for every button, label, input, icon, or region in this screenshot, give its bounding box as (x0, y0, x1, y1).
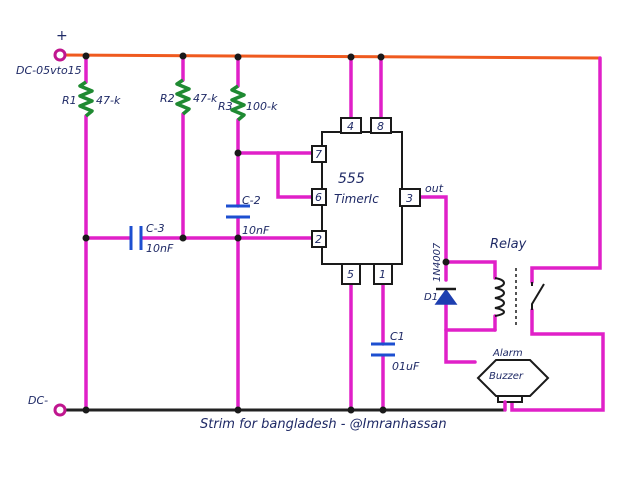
ic-pin-4-label: 4 (347, 120, 354, 133)
capacitor-c1-value: 01uF (392, 360, 420, 373)
ic-pin-7-label: 7 (315, 148, 322, 161)
capacitor-c2-value: 10nF (242, 224, 270, 237)
junction-dot (179, 234, 187, 242)
ic-pin-3-label: 3 (406, 192, 413, 205)
resistor-r2-value: 47-k (193, 92, 218, 105)
ic-pin-5 (341, 263, 361, 285)
resistor-r1-name: R1 (62, 94, 77, 107)
ic-pin-6-label: 6 (315, 191, 322, 204)
relay-label: Relay (490, 237, 527, 252)
diode-d1-value: 1N4007 (432, 242, 443, 282)
wire-pin6-loop (276, 151, 315, 199)
diode-d1-symbol (434, 288, 458, 305)
ic-pin-5-label: 5 (347, 268, 354, 281)
ic-pin-7 (311, 145, 327, 163)
capacitor-c2-name: C-2 (242, 194, 261, 207)
ic-555-body (321, 131, 403, 265)
ic-pin-8 (370, 117, 392, 134)
ic-pin-8-label: 8 (377, 120, 384, 133)
capacitor-c1-name: C1 (390, 330, 405, 343)
junction-dot (82, 234, 90, 242)
junction-dot (179, 52, 187, 60)
buzzer-horn-symbol (476, 359, 550, 397)
junction-dot (442, 258, 450, 266)
relay-coil-symbol (494, 277, 505, 317)
negative-supply-label: DC- (28, 394, 48, 407)
positive-terminal (53, 48, 67, 62)
diode-d1-name: D1 (424, 292, 438, 303)
buzzer-base (497, 395, 523, 403)
junction-dot (234, 406, 242, 414)
wire-output (418, 195, 448, 282)
ic-pin-1-label: 1 (379, 268, 386, 281)
resistor-r2-symbol (175, 78, 191, 116)
resistor-r3-value: 100-k (246, 100, 278, 113)
buzzer-label-line2: Buzzer (489, 371, 524, 382)
plus-sign: + (56, 28, 68, 44)
resistor-r3-symbol (230, 84, 246, 122)
ic-pin-4 (340, 117, 362, 134)
junction-dot (377, 53, 385, 61)
capacitor-c1-symbol (371, 342, 395, 357)
ic-output-label: out (425, 182, 444, 195)
positive-rail (59, 53, 601, 60)
capacitor-c3-symbol (129, 226, 143, 250)
ic-pin-2-label: 2 (315, 233, 322, 246)
capacitor-c3-value: 10nF (146, 242, 174, 255)
junction-dot (347, 53, 355, 61)
ic-name-line1: 555 (338, 171, 365, 187)
footer-caption: Strim for bangladesh - @Imranhassan (200, 417, 447, 432)
junction-dot (82, 406, 90, 414)
ic-pin-6 (311, 188, 327, 206)
junction-dot (234, 234, 242, 242)
junction-dot (234, 53, 242, 61)
negative-terminal (53, 403, 67, 417)
ic-pin-2 (311, 230, 327, 248)
capacitor-c2-symbol (226, 204, 250, 219)
junction-dot (234, 149, 242, 157)
wire-diode-bottom (444, 302, 477, 364)
resistor-r2-name: R2 (160, 92, 175, 105)
ic-pin-3 (399, 188, 421, 207)
junction-dot (347, 406, 355, 414)
buzzer-label-line1: Alarm (492, 348, 523, 359)
resistor-r3-name: R3 (218, 100, 233, 113)
wire-switch-to-buzzer (510, 308, 605, 412)
ic-name-line2: TimerIc (334, 192, 379, 206)
capacitor-c3-name: C-3 (146, 222, 165, 235)
wire-coil-top (444, 260, 497, 280)
junction-dot (82, 52, 90, 60)
relay-switch-symbol (531, 282, 545, 310)
resistor-r1-symbol (78, 80, 94, 118)
positive-supply-label: DC-05vto15 (16, 64, 82, 77)
junction-dot (379, 406, 387, 414)
wire-right-rail (530, 56, 602, 284)
resistor-r1-value: 47-k (96, 94, 121, 107)
ic-pin-1 (373, 263, 393, 285)
